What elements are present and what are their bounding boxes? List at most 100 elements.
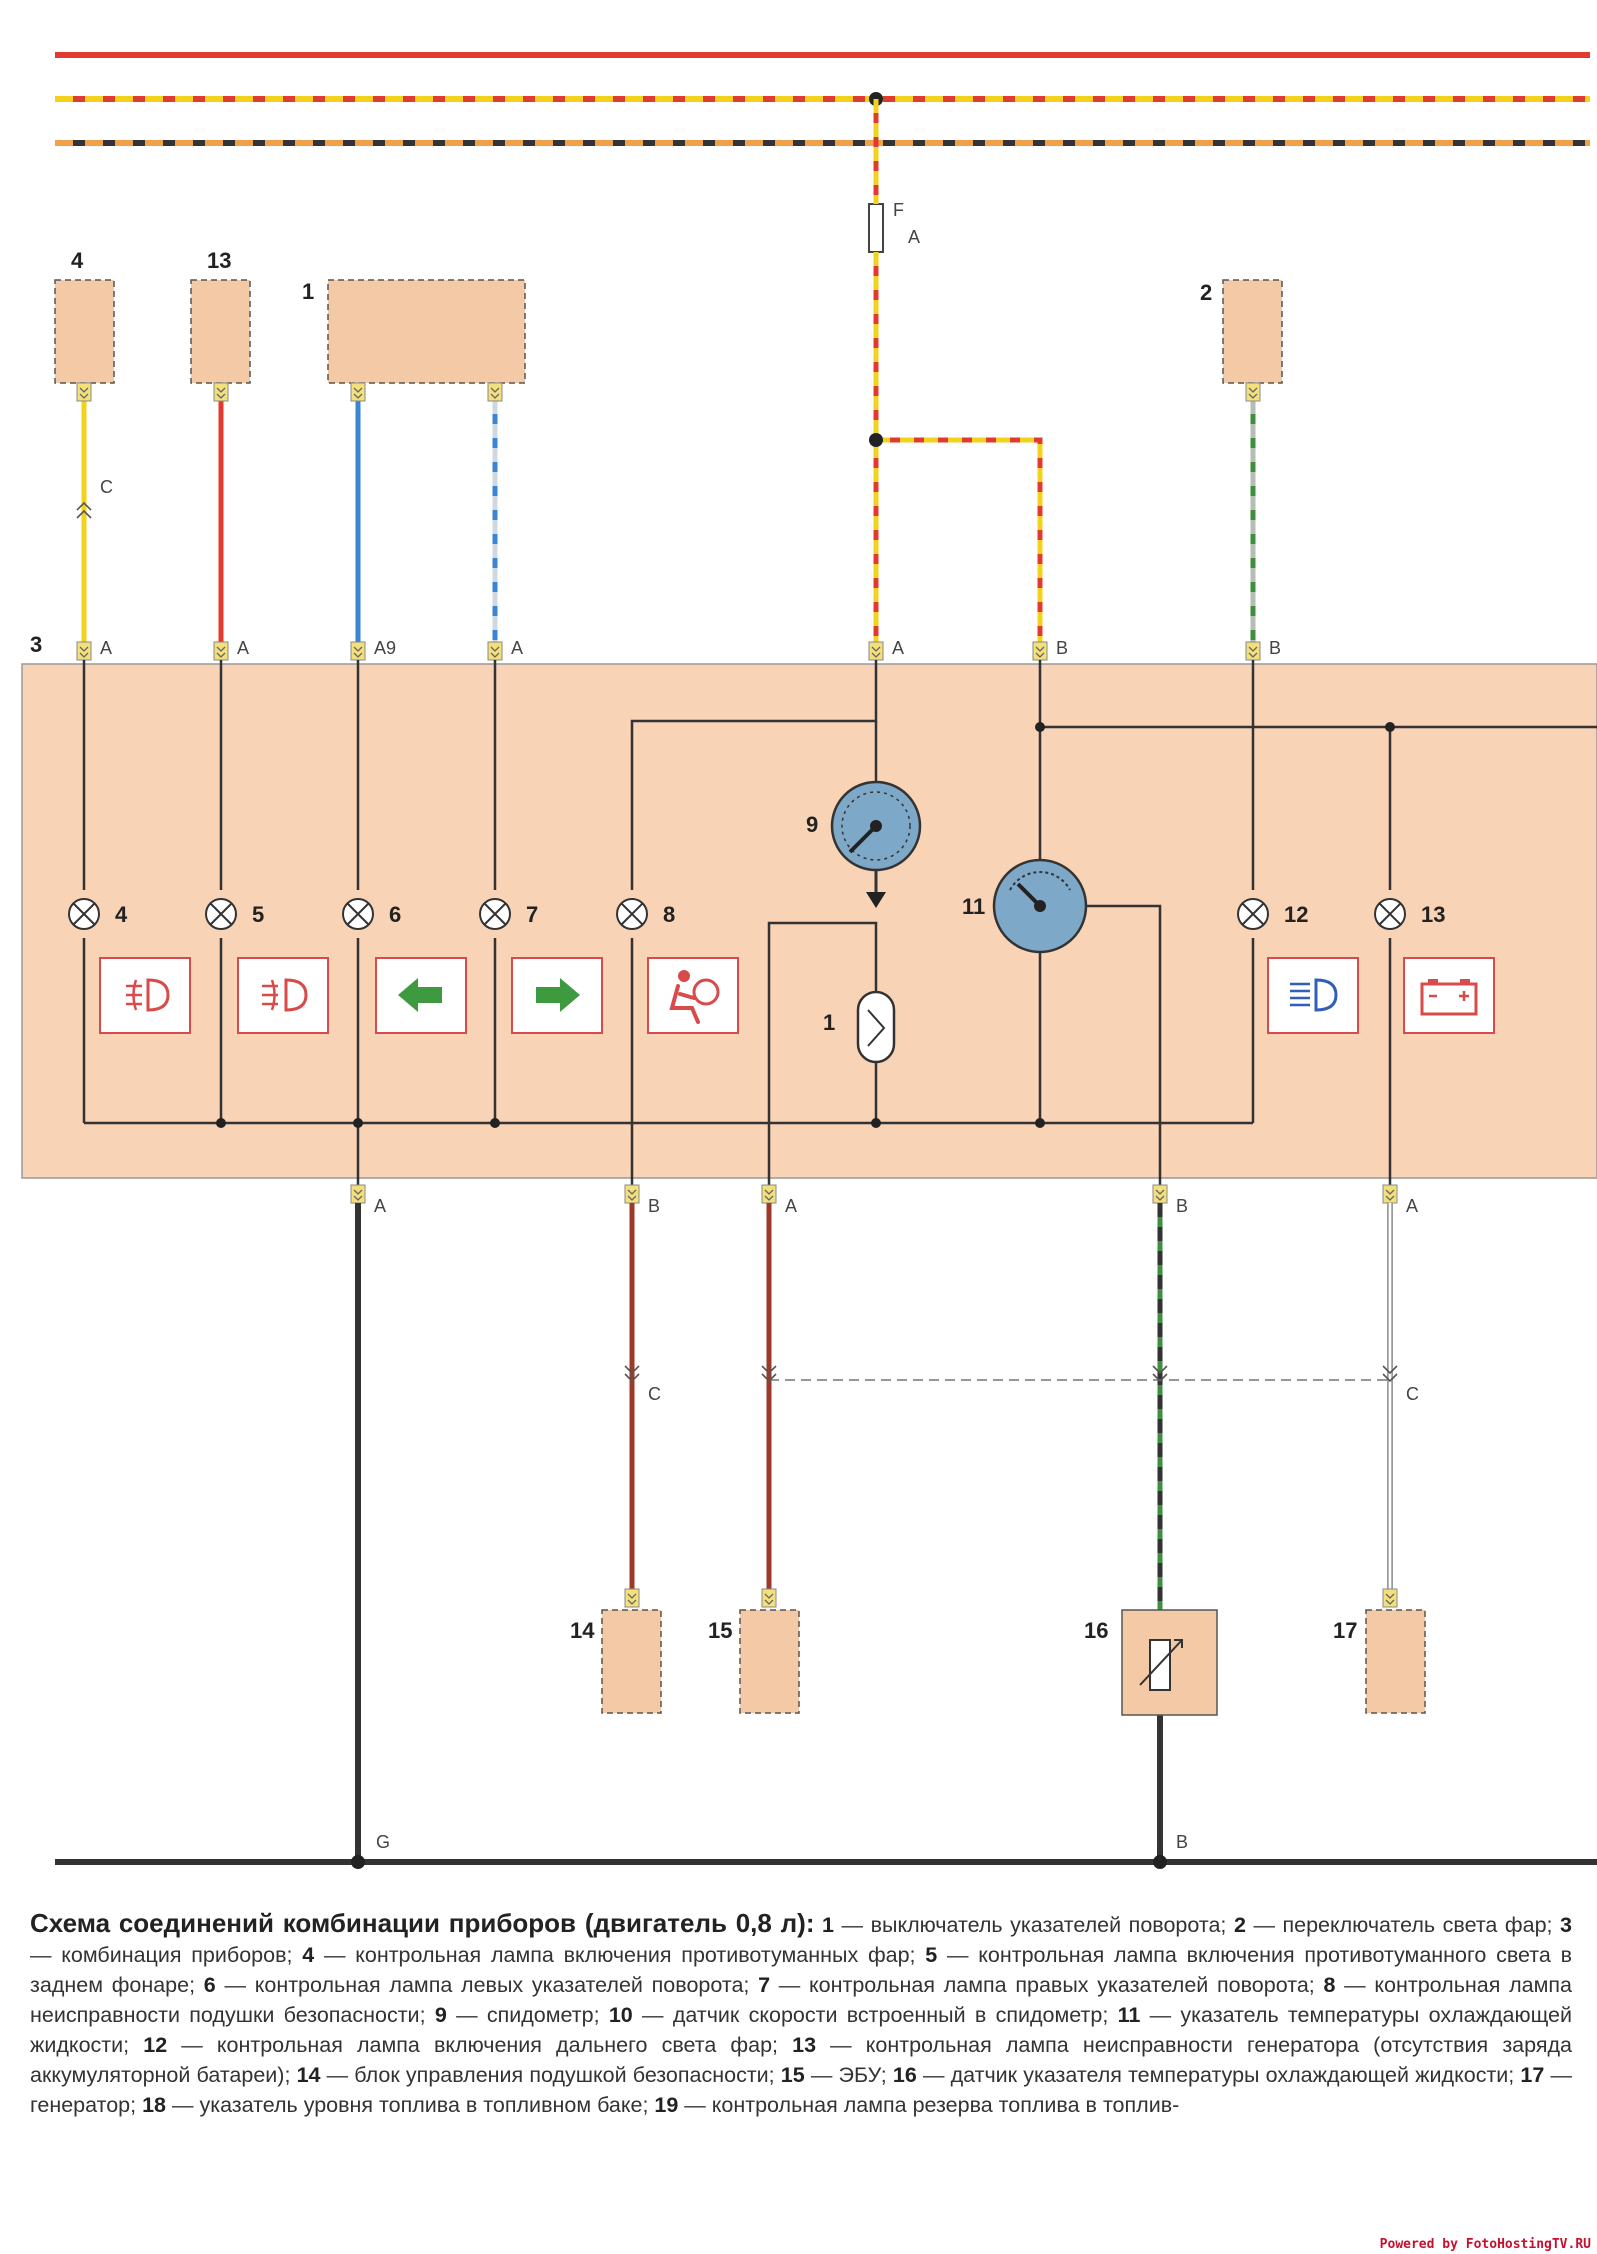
legend-item-number: 15 [780,2063,805,2087]
legend-item: 7 — кон­трольная лампа правых указателей… [758,1973,1323,1997]
legend-item-number: 12 [143,2033,168,2057]
svg-text:A: A [511,638,523,658]
legend-item-text: — генератор; [30,2063,1572,2117]
indicator-lamps: 4 5 6 7 8 12 13 [68,898,1445,930]
legend-item: 17 — генератор; [30,2063,1572,2117]
power-bus [55,52,1590,146]
svg-text:14: 14 [570,1618,595,1643]
legend-item-number: 3 [1560,1913,1572,1937]
legend-item-text: — указатель температуры охлаждающей жидк… [30,2003,1572,2057]
legend-item-number: 19 [654,2093,679,2117]
legend-caption: Схема соединений комбинации приборов (дв… [30,1908,1572,2120]
legend-item-text: — датчик скорости встроенный в спидометр… [632,2003,1118,2027]
top-components: 4 13 1 2 [54,248,1283,402]
legend-item: 5 — контроль­ная лампа включения противо… [30,1943,1572,1997]
svg-text:3: 3 [30,632,42,657]
svg-text:4: 4 [115,902,128,927]
svg-text:6: 6 [389,902,401,927]
svg-text:13: 13 [207,248,231,273]
svg-text:A: A [892,638,904,658]
legend-item-text: — кон­трольная лампа правых указателей п… [770,1973,1324,1997]
legend-item-text: — контрольная лампа неисправности генера… [30,2033,1572,2087]
svg-text:B: B [1176,1832,1188,1852]
legend-item: 13 — контрольная лампа неисправности ген… [30,2033,1572,2087]
bottom-pins: A B A B A [350,1184,1418,1216]
svg-text:9: 9 [806,812,818,837]
legend-item: 19 — контрольная лампа резерва топлива в… [654,2093,1179,2117]
fog-light-icon [99,957,191,1034]
temperature-gauge: 11 [962,858,1088,954]
legend-item: 4 — контрольная лампа включения противот… [302,1943,925,1967]
speed-sensor: 1 [823,990,896,1064]
svg-text:7: 7 [526,902,538,927]
svg-text:B: B [1269,638,1281,658]
svg-text:C: C [1406,1384,1419,1404]
bottom-components: 14 15 16 17 [570,1588,1426,1716]
legend-item-number: 18 [142,2093,166,2117]
right-turn-icon [511,957,603,1034]
junction-dots [216,722,1395,1128]
left-turn-icon [375,957,467,1034]
legend-item-number: 2 [1233,1913,1246,1937]
legend-item-text: — выключатель указателей поворота; [834,1913,1234,1937]
svg-text:13: 13 [1421,902,1445,927]
legend-item: 15 — ЭБУ; [781,2063,893,2087]
svg-text:4: 4 [71,248,84,273]
legend-item-text: — контроль­ная лампа включения противоту… [30,1943,1572,1997]
bottom-wires: C C [355,1203,1419,1862]
svg-text:A: A [374,1196,386,1216]
legend-item-text: — датчик указателя температуры охлаждающ… [916,2063,1521,2087]
ground-bus: G B [55,1832,1597,1869]
legend-item: 16 — датчик указателя температуры охлажд… [893,2063,1521,2087]
svg-text:A: A [1406,1196,1418,1216]
svg-text:C: C [648,1384,661,1404]
legend-item-number: 4 [302,1943,315,1967]
watermark-credit: Powered by FotoHostingTV.RU [1379,2237,1591,2252]
svg-text:A: A [908,227,920,247]
legend-item-text: — контрольная лампа включения противотум… [314,1943,926,1967]
legend-item: 9 — спидометр; [435,2003,609,2027]
legend-item-text: — контрольная лампа неисправности подушк… [30,1973,1572,2027]
svg-text:B: B [1056,638,1068,658]
svg-text:2: 2 [1200,280,1212,305]
legend-items: 1 — выключатель указателей поворота; 2 —… [30,1913,1572,2117]
svg-text:5: 5 [252,902,264,927]
svg-text:11: 11 [962,894,985,919]
wiring-diagram: F A C 4 13 1 2 [21,52,1597,1869]
svg-text:16: 16 [1084,1618,1108,1643]
svg-text:8: 8 [663,902,675,927]
top-pins: A A A9 A A B B [76,638,1281,661]
legend-item-number: 6 [203,1973,216,1997]
svg-text:F: F [893,200,904,220]
svg-text:A: A [785,1196,797,1216]
legend-item: 3 — комбинация приборов; [30,1913,1572,1967]
legend-item-text: — комбинация приборов; [30,1943,303,1967]
legend-item-number: 9 [434,2003,447,2027]
legend-item: 14 — блок управления подушкой безопаснос… [297,2063,781,2087]
fuse: F A [868,200,920,253]
legend-item-number: 14 [296,2063,321,2087]
legend-item: 11 — указатель температуры охлаждающей ж… [30,2003,1572,2057]
svg-text:A: A [100,638,112,658]
legend-item-text: — ЭБУ; [804,2063,893,2087]
svg-text:B: B [648,1196,660,1216]
svg-text:G: G [376,1832,390,1852]
legend-item: 10 — датчик скорости встроенный в спидом… [609,2003,1118,2027]
cluster-wiring [82,660,1597,1190]
legend-item-text: — контрольная лампа включения дальнего с… [167,2033,793,2057]
legend-item-text: — блок управления подушкой безопасности; [320,2063,781,2087]
svg-text:B: B [1176,1196,1188,1216]
legend-title: Схема соединений комбинации приборов (дв… [30,1908,815,1938]
top-wires: C [76,99,1256,648]
legend-item-text: — спидометр; [446,2003,609,2027]
legend-item-number: 7 [758,1973,771,1997]
svg-text:12: 12 [1284,902,1308,927]
legend-item-text: — контрольная лампа резерва топлива в то… [678,2093,1180,2117]
instrument-cluster-panel: 3 [21,632,1597,1179]
rear-fog-light-icon [237,957,329,1034]
battery-icon [1403,957,1495,1034]
legend-item-number: 13 [792,2033,817,2057]
svg-text:15: 15 [708,1618,732,1643]
svg-text:1: 1 [302,279,314,304]
legend-item: 6 — контрольная лампа левых указателей п… [204,1973,758,1997]
